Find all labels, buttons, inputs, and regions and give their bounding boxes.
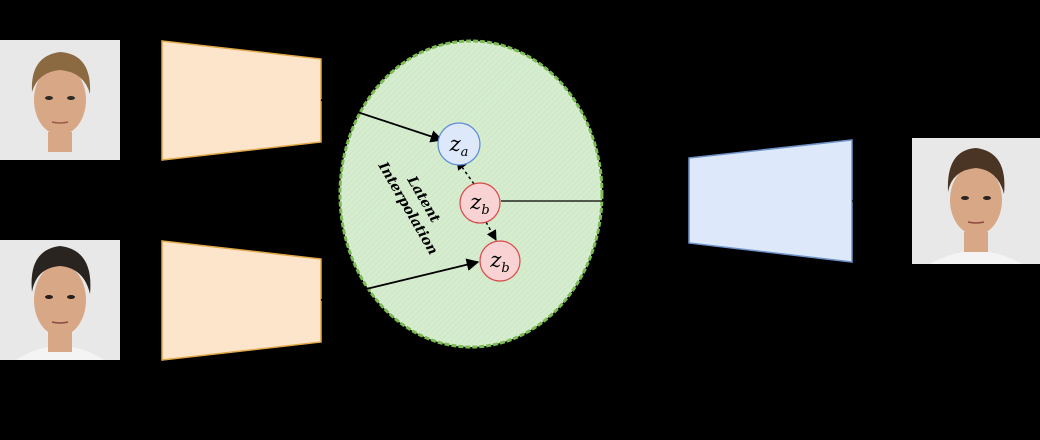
input-photo-a-shirt (18, 147, 102, 160)
output-photo-eye-right (983, 196, 991, 200)
output-photo-face (950, 165, 1002, 235)
input-photo-a-mouth (51, 121, 69, 124)
input-photo-a-eye-right (67, 96, 75, 100)
node-za-label: za (449, 132, 469, 160)
output-photo-shirt (930, 251, 1022, 264)
output-photo (912, 138, 1040, 264)
input-photo-a-eye-left (45, 96, 53, 100)
node-zb-label: zb (489, 248, 509, 276)
input-photo-b-eye-left (45, 295, 53, 299)
node-zmid (459, 182, 501, 224)
output-photo-hair (947, 148, 1005, 194)
node-zb (479, 240, 521, 282)
output-photo-mouth (967, 221, 985, 224)
encoder-a (161, 40, 322, 161)
arrow-encoder-a-to-za (320, 99, 444, 143)
input-photo-b-hair (31, 246, 91, 294)
input-photo-a-hair (31, 52, 91, 94)
encoder-b (161, 240, 322, 361)
output-photo-neck (964, 232, 988, 252)
node-za (437, 122, 481, 166)
decoder (688, 139, 853, 263)
input-photo-b-shirt (16, 346, 104, 360)
input-photo-a-neck (48, 132, 72, 152)
input-photo-b-face (34, 264, 86, 336)
input-photo-b (0, 240, 120, 360)
arrow-encoder-b-to-zb (320, 258, 480, 301)
input-photo-b-eye-right (67, 295, 75, 299)
input-photo-b-mouth (51, 321, 69, 324)
node-zmid-label: zb (469, 190, 489, 218)
input-photo-a-face (34, 65, 86, 135)
output-photo-eye-left (961, 196, 969, 200)
input-photo-b-neck (48, 332, 72, 352)
input-photo-a (0, 40, 120, 160)
